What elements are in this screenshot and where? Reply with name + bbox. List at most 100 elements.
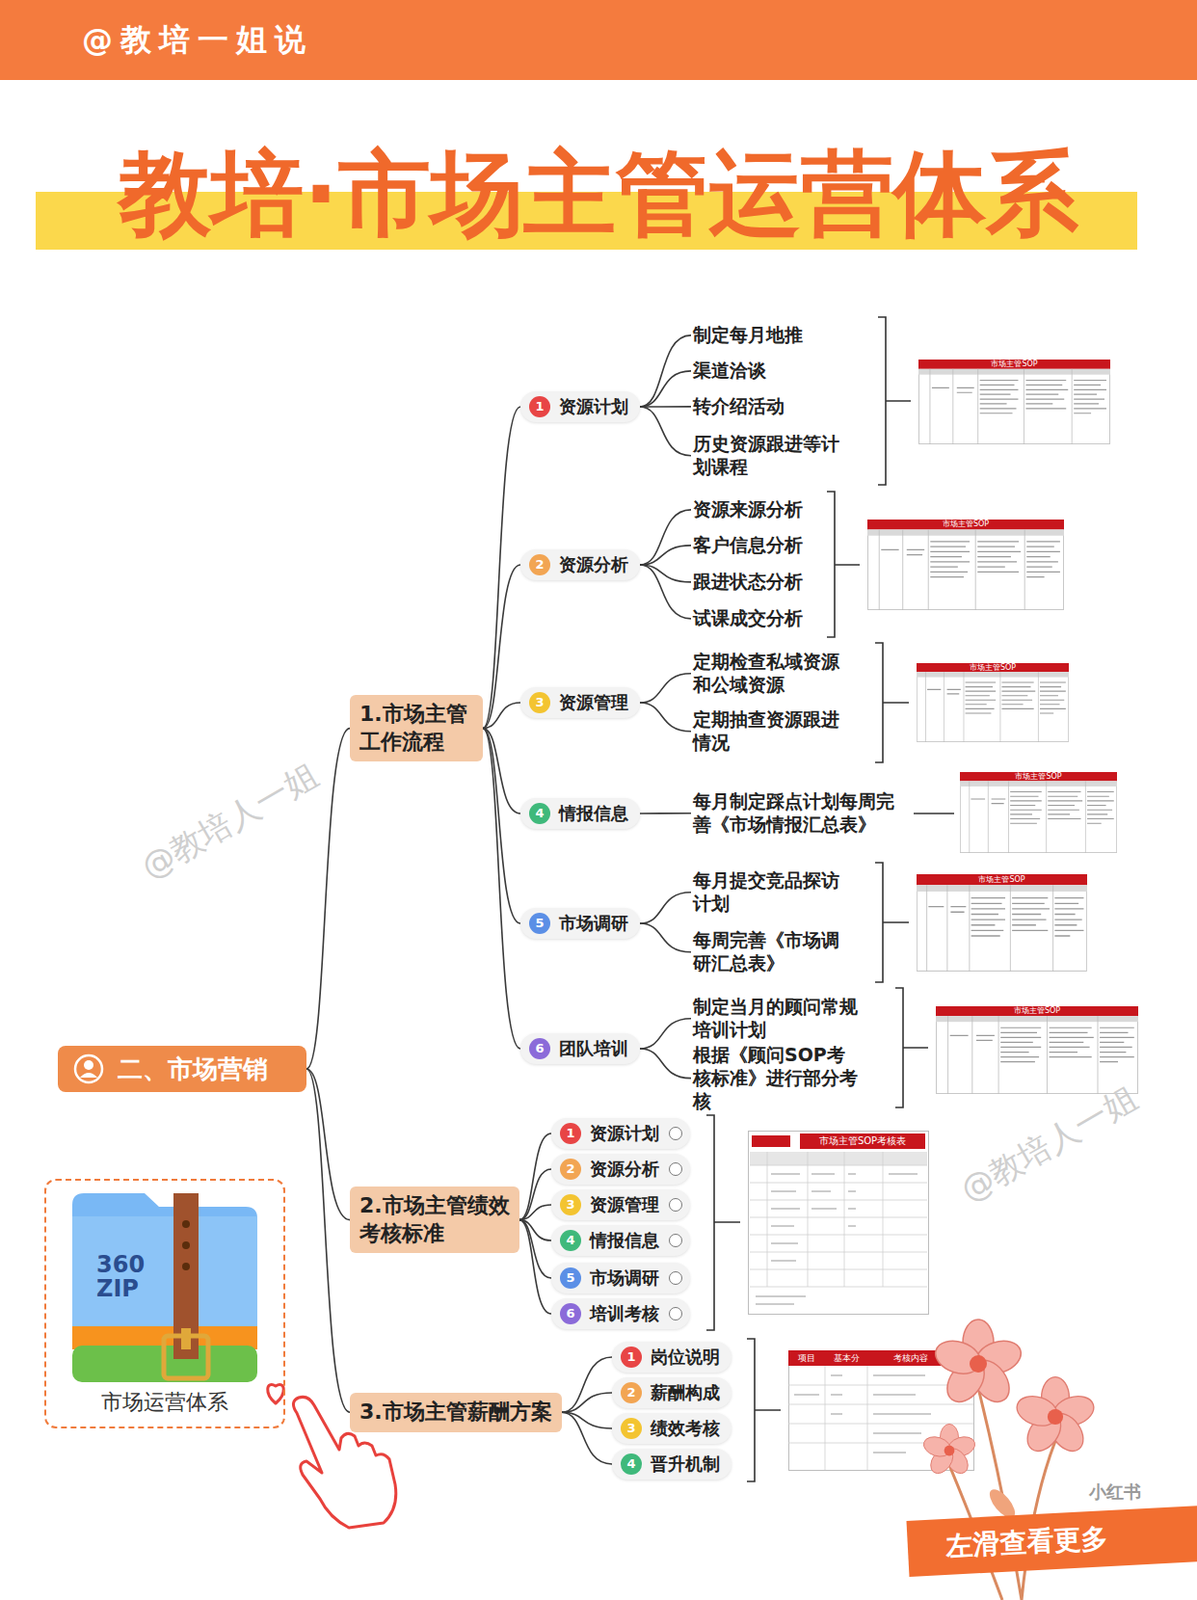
node-text: 4 (559, 1229, 582, 1251)
node-text: 2 (529, 554, 551, 576)
table-title: 市场主管SOP考核表 (799, 1133, 926, 1149)
node-text: 资源管理 (589, 1189, 660, 1221)
connector (519, 1204, 552, 1221)
node-text: 制定当月的顾问常规培训计划 (692, 995, 860, 1042)
node-text: 渠道洽谈 (692, 359, 767, 383)
node-text: 团队培训 (558, 1033, 629, 1064)
number-badge: 5 (529, 912, 551, 934)
node-text: 岗位说明 (650, 1341, 720, 1373)
connector (639, 702, 692, 732)
connector (561, 1392, 612, 1412)
leaf-topic: 资源来源分析 (691, 498, 805, 522)
sub-topic: 团队培训 6 (520, 1033, 640, 1064)
node-text: @教培一姐说 (81, 0, 1197, 80)
node-text: 客户信息分析 (692, 533, 803, 558)
node-text: 定期检查私域资源和公域资源 (692, 650, 842, 697)
sub-topic: 资源管理 3 (520, 687, 640, 719)
file-box: 市场运营体系 (44, 1178, 286, 1429)
node-text: 5 (529, 912, 551, 934)
connector (519, 1169, 552, 1221)
node-text: 每月制定踩点计划每周完善《市场情报汇总表》 (692, 790, 897, 837)
number-badge: 3 (529, 691, 551, 714)
sub-topic: 资源计划1 (520, 391, 640, 423)
table-header: 考核内容 (867, 1350, 955, 1366)
table-title: 市场主管SOP (916, 874, 1088, 885)
connector (639, 406, 692, 456)
node-text: 4 (620, 1453, 642, 1475)
connector (306, 1068, 350, 1221)
leaf-topic: 每月制定踩点计划每周完善《市场情报汇总表》 (691, 790, 899, 837)
leaf-topic: 跟进状态分析 (691, 570, 805, 594)
header-band: @教培一姐说 (0, 0, 1197, 80)
node-text: 6 (529, 1037, 551, 1060)
number-badge: 1 (529, 396, 551, 418)
node-text: 2 (559, 1158, 582, 1180)
main-topic: 1.市场主管工作流程 (349, 694, 483, 762)
connector (639, 923, 692, 953)
node-text: 根据《顾问SOP考核标准》进行部分考核 (692, 1043, 860, 1113)
connector (639, 1048, 692, 1079)
connector (306, 1068, 350, 1412)
node-text: 2.市场主管绩效考核标准 (359, 1192, 510, 1248)
node-text: 跟进状态分析 (692, 570, 803, 594)
node-text: 资源管理 (558, 687, 629, 719)
number-badge: 1 (620, 1346, 642, 1368)
node-text: 定期抽查资源跟进情况 (692, 708, 842, 755)
sub-topic: 资源分析2 (551, 1153, 691, 1185)
leaf-topic: 定期抽查资源跟进情况 (691, 708, 844, 755)
table-title: 市场主管SOP (916, 663, 1069, 673)
number-badge: 2 (559, 1158, 582, 1180)
connector (561, 1356, 612, 1412)
connector (482, 728, 521, 924)
connector (639, 405, 692, 408)
node-text: 3.市场主管薪酬方案 (359, 1398, 553, 1427)
number-badge: 4 (559, 1229, 582, 1251)
leaf-topic: 定期检查私域资源和公域资源 (691, 650, 844, 697)
node-text: 3 (559, 1194, 582, 1216)
title-text: 教培·市场主管运营体系 (0, 142, 1197, 245)
node-text: 资源来源分析 (692, 498, 803, 522)
node-text: 晋升机制 (650, 1448, 720, 1480)
connector (639, 812, 692, 815)
sub-topic: 市场调研 5 (520, 907, 640, 939)
watermark: @教培人一姐 (133, 752, 327, 890)
connector (639, 1018, 692, 1049)
leaf-topic: 客户信息分析 (691, 533, 805, 558)
connector (639, 673, 692, 703)
node-text: 每月提交竞品探访计划 (692, 869, 842, 916)
person-icon (73, 1053, 105, 1085)
leaf-topic: 转介绍活动 (691, 395, 787, 419)
sop-thumbnails (748, 359, 1140, 1315)
node-text: 情报信息 (589, 1224, 660, 1256)
connector (639, 892, 692, 924)
root-topic: 二、市场营销 (57, 1045, 307, 1092)
node-text: 绩效考核 (650, 1412, 720, 1444)
connector (482, 406, 521, 729)
connector (639, 371, 692, 407)
node-text: 1 (529, 396, 551, 418)
icon-text: 360 ZIP (96, 1252, 164, 1302)
leaf-topic: 渠道洽谈 (691, 359, 769, 383)
sub-topic: 资源计划1 (551, 1117, 691, 1149)
node-text: 历史资源跟进等计划课程 (692, 432, 842, 479)
main-topic: 3.市场主管薪酬方案 (349, 1392, 562, 1433)
sub-topic: 市场调研5 (551, 1262, 691, 1294)
node-text: 1.市场主管工作流程 (359, 700, 474, 756)
sub-topic: 岗位说明 1 (611, 1341, 732, 1373)
node-text: 左滑查看更多 (944, 1505, 1197, 1575)
number-badge: 6 (529, 1037, 551, 1060)
connector (519, 1220, 552, 1278)
sub-topic: 资源管理 3 (551, 1189, 691, 1221)
main-topic: 2.市场主管绩效考核标准 (349, 1186, 520, 1253)
table-header: 基本分 (824, 1350, 868, 1366)
node-text: 2 (620, 1382, 642, 1404)
table-header: 项目 (788, 1350, 825, 1366)
node-text: 培训考核 (589, 1298, 660, 1330)
node-text: 试课成交分析 (692, 607, 803, 631)
node-text: 1 (620, 1346, 642, 1368)
sub-topic: 绩效考核3 (611, 1412, 732, 1444)
node-text: 资源计划 (589, 1117, 660, 1149)
leaf-topic: 试课成交分析 (691, 607, 805, 631)
node-text: 市场调研 (558, 907, 629, 939)
leaf-topic: 每周完善《市场调研汇总表》 (691, 929, 844, 976)
